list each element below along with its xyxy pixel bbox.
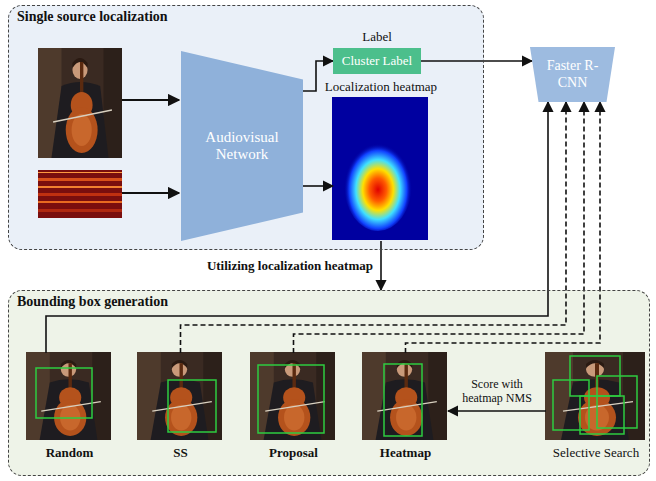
image-heading: Localization heatmap [325, 79, 437, 95]
ss-frame [137, 352, 222, 440]
heatmap-image [332, 97, 428, 240]
image-node: Selective Search [546, 353, 646, 441]
edge-label: Score with heatmap NMS [461, 378, 533, 406]
random-frame [26, 352, 111, 440]
panel-heading: Bounding box generation [17, 294, 168, 310]
proposal-frame [250, 352, 335, 440]
box-heading: Label [362, 29, 392, 45]
block-label: Faster R-CNN [545, 58, 601, 90]
connector [294, 102, 585, 353]
image-caption: Selective Search [553, 445, 639, 461]
input-arrow [122, 99, 179, 101]
label-box: LabelCluster Label [333, 48, 421, 74]
image-caption: SS [173, 445, 187, 461]
video-frame [38, 48, 122, 158]
connector [448, 410, 546, 412]
input-arrow [122, 192, 179, 194]
connector [303, 185, 333, 187]
block-label: Audiovisual Network [202, 129, 282, 164]
connector [421, 60, 532, 62]
panel-fill [8, 5, 484, 250]
heatmap-frame [362, 352, 447, 440]
connector [380, 241, 382, 290]
edge-label: Utilizing localization heatmap [207, 258, 373, 274]
image-node: SS [138, 353, 223, 441]
selective-search-frame [545, 352, 645, 440]
panel-fill [8, 290, 650, 476]
image-caption: Proposal [269, 445, 318, 461]
region-panel: Bounding box generationRandomSSProposalH… [8, 290, 650, 476]
heatmap-node: Localization heatmap [333, 98, 429, 241]
box-label: Cluster Label [342, 53, 412, 69]
connector [406, 102, 601, 353]
detector-block: Faster R-CNN [530, 47, 615, 102]
panel-heading: Single source localization [17, 9, 168, 25]
image-node: Heatmap [363, 353, 448, 441]
spectrogram [38, 170, 122, 218]
image-caption: Random [46, 445, 94, 461]
region-panel: Single source localizationAudiovisual Ne… [8, 5, 484, 250]
image-caption: Heatmap [380, 445, 431, 461]
network-block: Audiovisual Network [181, 51, 303, 241]
image-node: Proposal [251, 353, 336, 441]
image-node: Random [27, 353, 112, 441]
